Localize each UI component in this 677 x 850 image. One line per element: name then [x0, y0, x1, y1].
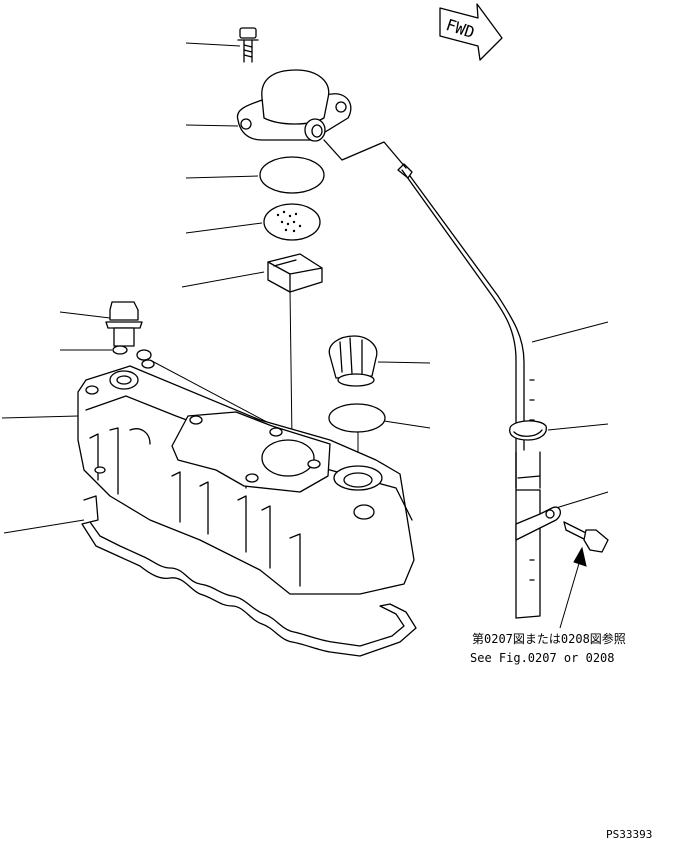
breather-base-plate	[171, 411, 331, 493]
o-ring-filler	[328, 403, 386, 433]
reference-text-en: See Fig.0207 or 0208	[470, 651, 615, 665]
drawing-code: PS33393	[606, 828, 652, 841]
reference-arrow	[559, 546, 587, 629]
reference-text-jp: 第0207図または0208図参照	[472, 631, 626, 646]
breather-cover	[236, 69, 352, 142]
cover-bolt	[105, 301, 143, 347]
bracket-bolt	[563, 521, 609, 553]
leader-lines-right	[289, 289, 609, 509]
breather-hose	[323, 139, 407, 169]
tube-clamp	[509, 420, 547, 441]
head-cover-gasket	[81, 495, 417, 657]
leader-lines-left	[1, 42, 283, 534]
tube-bracket	[515, 506, 562, 541]
o-ring-upper	[259, 156, 325, 194]
breather-element	[263, 203, 321, 241]
breather-baffle	[267, 253, 323, 293]
breather-bolt	[237, 27, 259, 63]
oil-filler-cap	[328, 335, 378, 387]
fwd-arrow: FWD	[439, 3, 503, 61]
dipstick-tube	[397, 163, 541, 619]
bolt-seal	[136, 349, 152, 361]
cover-washer	[112, 345, 128, 355]
